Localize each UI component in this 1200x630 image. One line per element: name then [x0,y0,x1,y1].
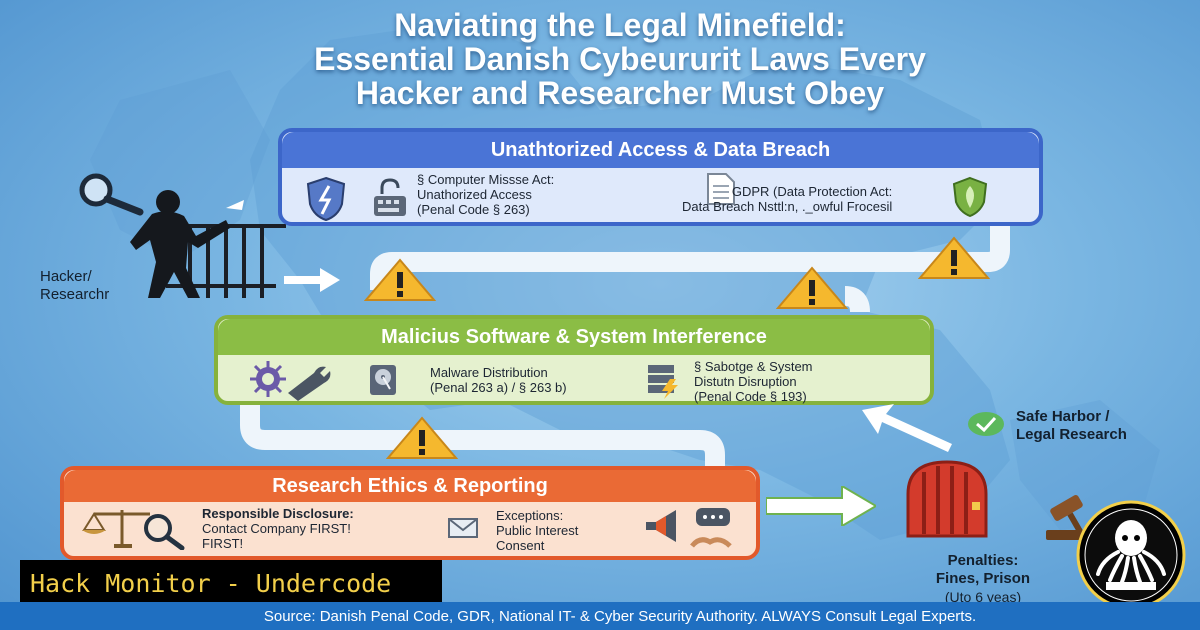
safe-harbor-label: Safe Harbor / Legal Research [1016,408,1127,443]
title-line-3: Hacker and Researcher Must Obey [355,75,885,111]
panel-research-ethics: Research Ethics & Reporting Responsible … [60,466,760,560]
hacker-label-line-1: Hacker/ [40,268,92,285]
panel-heading: Unathtorized Access & Data Breach [282,132,1039,168]
checkmark-icon [968,412,1004,436]
exceptions-text: Exceptions: Public Interest Consent [496,508,579,553]
server-lightning-icon [648,365,678,399]
envelope-icon [448,518,478,538]
responsible-disclosure-text: Responsible Disclosure: Contact Company … [202,506,354,551]
arrow-up-left-icon [862,404,952,452]
panel-heading: Research Ethics & Reporting [64,470,756,502]
scales-magnifier-icon [82,510,185,550]
octopus-logo [1076,500,1186,610]
hard-drive-icon [370,365,396,395]
hacker-label: Hacker/ Researchr [40,268,109,304]
warning-icon [776,266,848,309]
title-line-1: Naviating the Legal Minefield: [394,7,846,43]
hacker-figure-icon [130,190,286,298]
jail-cell-icon [906,460,988,538]
warning-icon [386,416,458,459]
sabotage-text: § Sabotge & System Distutn Disruption (P… [694,359,813,404]
hack-monitor-watermark: Hack Monitor - Undercode [20,560,442,606]
page-title: Naviating the Legal Minefield: Essential… [120,8,1120,110]
arrow-right-icon [284,268,340,292]
virus-wrench-icon [250,361,331,401]
panel-unauthorized-access: Unathtorized Access & Data Breach § Comp… [278,128,1043,226]
shield-icon [306,176,346,222]
green-shield-leaf-icon [952,176,988,218]
hacker-label-line-2: Researchr [40,286,110,303]
source-footer: Source: Danish Penal Code, GDR, National… [0,602,1200,630]
computer-misuse-act-text: § Computer Missse Act: Unathorized Acces… [417,172,555,217]
megaphone-chat-icon [646,508,732,548]
panel-malicious-software: Malicius Software & System Interference … [214,315,934,405]
magnifying-glass-icon [79,173,144,216]
panel-heading: Malicius Software & System Interference [218,319,930,355]
keyboard-lock-icon [374,178,406,216]
document-icon [707,173,735,205]
gdpr-text: GDPR (Data Protection Act: Data Breach N… [682,184,893,214]
warning-icon [918,236,990,279]
penalties-label: Penalties: Fines, Prison (Uto 6 yeas) [935,552,1031,605]
arrow-right-icon [766,486,876,526]
title-line-2: Essential Danish Cybeururit Laws Every [314,41,926,77]
warning-icon [364,258,436,301]
malware-distribution-text: Malware Distribution (Penal 263 a) / § 2… [430,365,567,395]
